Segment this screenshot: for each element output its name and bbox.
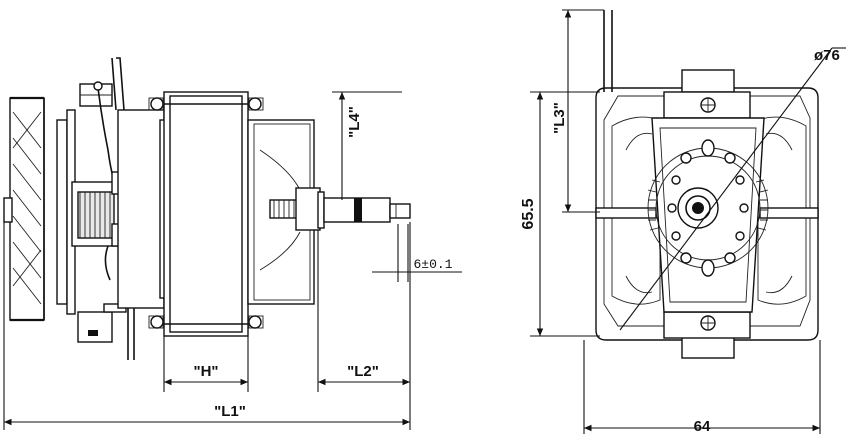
dim-h: "H" [193, 363, 218, 380]
stator-stack [148, 91, 264, 337]
shaft [323, 197, 411, 223]
dim-height: 65.5 [520, 198, 537, 229]
dim-l4: "L4" [346, 106, 363, 138]
dim-l1: "L1" [214, 403, 246, 420]
side-view [3, 57, 411, 360]
dim-l2: "L2" [347, 363, 379, 380]
fan [3, 96, 45, 322]
front-view [595, 10, 819, 359]
front-bracket [247, 119, 325, 305]
dim-l3: "L3" [551, 102, 568, 134]
dim-diameter: ø76 [814, 47, 840, 64]
dim-shaft-tolerance: 6±0.1 [413, 257, 452, 272]
dim-width: 64 [694, 418, 711, 435]
front-view-dimensions: ø76 65.5 "L3" 64 [520, 9, 846, 435]
rear-bracket [56, 83, 127, 343]
side-view-dimensions: "L4" 6±0.1 "H" "L2" "L1" [3, 91, 462, 430]
